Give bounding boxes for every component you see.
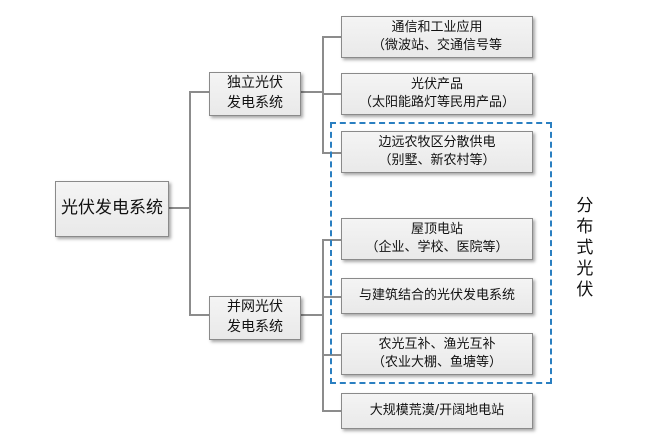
connector-out-1 [301, 91, 323, 93]
leaf-line1: 大规模荒漠/开阔地电站 [369, 402, 505, 418]
connector-leaf-1 [322, 36, 341, 38]
connector-leaf-7 [322, 410, 341, 412]
connector-spine-1 [322, 36, 324, 154]
leaf-pv-products: 光伏产品 （太阳能路灯等民用产品） [341, 73, 533, 115]
connector-spine-2 [322, 239, 324, 411]
leaf-rooftop: 屋顶电站 （企业、学校、医院等） [341, 218, 533, 260]
leaf-line2: （微波站、交通信号等 [371, 38, 502, 53]
distributed-pv-label: 分布式光伏 [572, 196, 593, 301]
leaf-line1: 屋顶电站 [410, 221, 463, 237]
leaf-agri-fishery: 农光互补、渔光互补 （农业大棚、鱼塘等） [341, 333, 533, 375]
leaf-line1: 与建筑结合的光伏发电系统 [358, 287, 515, 303]
distributed-pv-group [330, 122, 552, 384]
root-node: 光伏发电系统 [55, 181, 169, 237]
leaf-bipv: 与建筑结合的光伏发电系统 [341, 278, 533, 314]
connector-leaf-2 [322, 93, 341, 95]
leaf-line1: 通信和工业应用 [391, 19, 483, 35]
branch-label-line1: 独立光伏 [227, 75, 283, 92]
connector-branch-1 [189, 91, 209, 93]
branch-grid-pv: 并网光伏 发电系统 [209, 296, 301, 340]
leaf-line2: （别墅、新农村等） [378, 153, 496, 168]
branch-standalone-pv: 独立光伏 发电系统 [209, 72, 301, 116]
root-label: 光伏发电系统 [61, 198, 163, 219]
leaf-remote-distributed: 边远农牧区分散供电 （别墅、新农村等） [341, 131, 533, 173]
connector-trunk [189, 91, 191, 315]
connector-out-2 [301, 314, 323, 316]
connector-root [168, 207, 190, 209]
connector-branch-2 [189, 314, 209, 316]
leaf-line1: 农光互补、渔光互补 [378, 336, 496, 352]
leaf-utility-scale: 大规模荒漠/开阔地电站 [341, 393, 533, 429]
leaf-line2: （农业大棚、鱼塘等） [371, 355, 502, 370]
leaf-telecom-industrial: 通信和工业应用 （微波站、交通信号等 [341, 16, 533, 58]
leaf-line1: 边远农牧区分散供电 [378, 134, 496, 150]
branch-label-line2: 发电系统 [227, 319, 283, 335]
leaf-line2: （企业、学校、医院等） [365, 240, 509, 255]
branch-label-line1: 并网光伏 [227, 299, 283, 316]
leaf-line1: 光伏产品 [410, 76, 463, 92]
branch-label-line2: 发电系统 [227, 95, 283, 111]
leaf-line2: （太阳能路灯等民用产品） [358, 95, 515, 110]
